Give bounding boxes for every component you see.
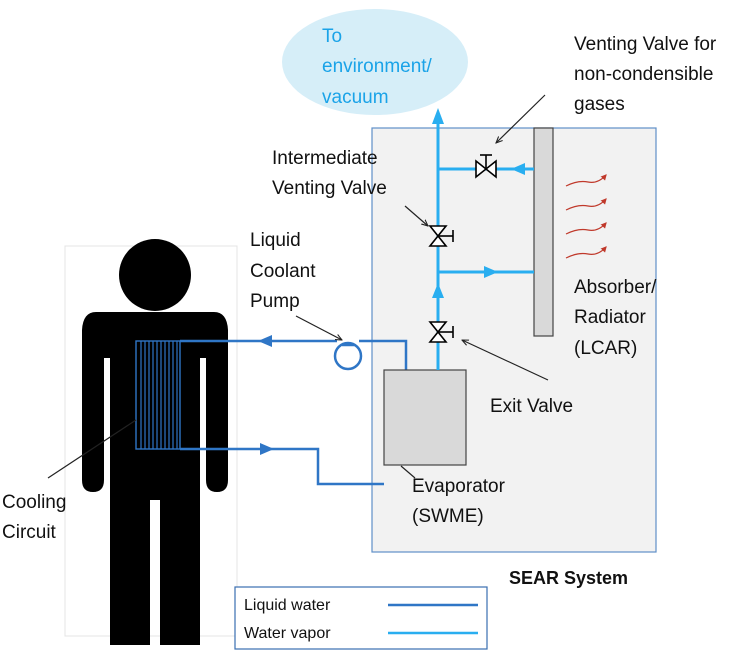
absorber-label: Absorber/ Radiator (LCAR) bbox=[574, 277, 662, 359]
environment-cloud bbox=[282, 9, 468, 115]
venting-valve-label: Venting Valve for non-condensible gases bbox=[574, 34, 722, 115]
intermediate-valve-icon bbox=[428, 225, 454, 247]
absorber-radiator-box bbox=[533, 127, 554, 337]
pump-label: Liquid Coolant Pump bbox=[250, 230, 321, 312]
system-title: SEAR System bbox=[509, 568, 628, 588]
exit-valve-icon bbox=[428, 321, 454, 343]
heat-arrows bbox=[565, 174, 607, 259]
legend: Liquid water Water vapor bbox=[234, 586, 488, 650]
sear-system-box bbox=[371, 127, 657, 553]
vapor-arrow-radiator bbox=[484, 266, 498, 278]
pump-icon bbox=[333, 341, 363, 371]
cooling-circuit-coils bbox=[135, 340, 181, 450]
liquid-arrow-return bbox=[258, 335, 272, 347]
legend-label-liquid: Liquid water bbox=[244, 597, 331, 614]
vapor-arrow-exhaust bbox=[432, 108, 444, 124]
evaporator-label: Evaporator (SWME) bbox=[412, 476, 510, 527]
intermediate-valve-label: Intermediate Venting Valve bbox=[272, 148, 387, 199]
liquid-arrow-supply bbox=[260, 443, 274, 455]
evaporator-box bbox=[383, 369, 467, 466]
environment-label: To environment/ vacuum bbox=[322, 26, 437, 108]
venting-valve-icon bbox=[475, 154, 497, 179]
legend-box bbox=[234, 586, 488, 650]
leader-lines bbox=[47, 94, 549, 479]
person-silhouette bbox=[82, 239, 228, 645]
vapor-arrow-vent bbox=[511, 163, 525, 175]
vapor-arrow-up bbox=[432, 283, 444, 298]
cooling-circuit-label: Cooling Circuit bbox=[2, 492, 72, 543]
exit-valve-label: Exit Valve bbox=[490, 396, 573, 417]
legend-label-vapor: Water vapor bbox=[244, 625, 331, 642]
